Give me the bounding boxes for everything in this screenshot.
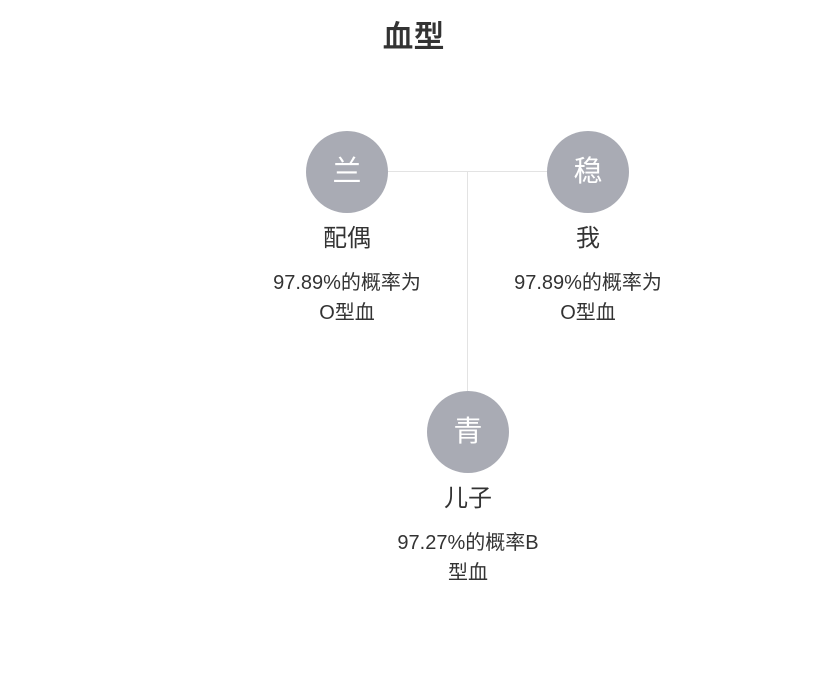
connector-line-vertical xyxy=(467,172,468,391)
page-title: 血型 xyxy=(383,21,445,54)
family-node-me: 稳 我 97.89%的概率为O型血 xyxy=(512,131,664,328)
connector-line-horizontal xyxy=(388,171,548,172)
avatar-me[interactable]: 稳 xyxy=(547,131,629,213)
probability-text-son: 97.27%的概率B型血 xyxy=(397,532,539,584)
node-name-son: 儿子 xyxy=(444,485,492,512)
avatar-son[interactable]: 青 xyxy=(427,391,509,473)
probability-text-me: 97.89%的概率为O型血 xyxy=(514,272,662,324)
probability-text-spouse: 97.89%的概率为O型血 xyxy=(273,272,421,324)
family-node-spouse: 兰 配偶 97.89%的概率为O型血 xyxy=(271,131,423,328)
node-name-spouse: 配偶 xyxy=(323,225,371,252)
avatar-char-me: 稳 xyxy=(573,155,603,188)
avatar-char-son: 青 xyxy=(453,415,483,448)
family-node-son: 青 儿子 97.27%的概率B型血 xyxy=(392,391,544,588)
avatar-spouse[interactable]: 兰 xyxy=(306,131,388,213)
node-name-me: 我 xyxy=(576,225,600,252)
avatar-char-spouse: 兰 xyxy=(332,155,362,188)
